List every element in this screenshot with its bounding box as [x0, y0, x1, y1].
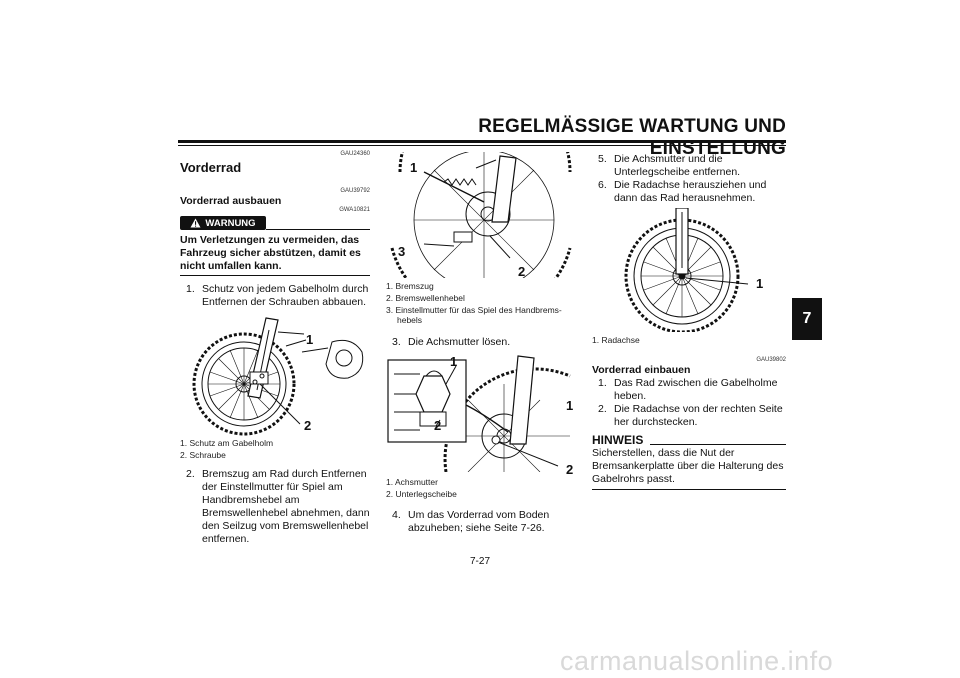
figure-axle-nut	[384, 354, 574, 472]
subsection-title: Vorderrad ausbauen	[180, 195, 282, 207]
figure-caption: 2. Unterlegscheibe	[386, 489, 457, 499]
step-text: Die Achsmutter lösen.	[408, 336, 511, 348]
list-item: 3. Die Achsmutter lösen.	[392, 336, 578, 349]
step-number: 2.	[186, 468, 195, 480]
note-end-rule	[592, 489, 786, 490]
list-item: 2. Die Radachse von der rechten Seite he…	[598, 403, 788, 429]
list-item: 2. Bremszug am Rad durch Entfernen der E…	[186, 468, 372, 546]
figure-caption: hebels	[397, 315, 423, 325]
ref-code: GAU39802	[756, 357, 786, 363]
figure-caption: 2. Bremswellenhebel	[386, 293, 465, 303]
step-text: Die Achsmutter und die Unterlegscheibe e…	[614, 153, 741, 178]
figure-callout: 1	[756, 276, 764, 291]
figure-callout: 1	[450, 354, 458, 369]
figure-caption: 1. Achsmutter	[386, 477, 438, 487]
page-header-title: REGELMÄSSIGE WARTUNG UND EINSTELLUNG	[478, 116, 786, 159]
note-text: Sicherstellen, dass die Nut der Bremsank…	[592, 447, 784, 485]
figure-callout: 3	[398, 244, 406, 259]
step-text: Die Radachse von der rechten Seite her d…	[614, 403, 783, 428]
chapter-tab: 7	[792, 298, 822, 340]
warning-end-rule	[180, 275, 370, 276]
step-number: 4.	[392, 509, 401, 521]
step-number: 1.	[598, 377, 607, 389]
step-text: Bremszug am Rad durch Entfernen der Eins…	[202, 468, 370, 545]
figure-callout: 2	[304, 418, 312, 433]
figure-wheel-axle	[596, 208, 786, 332]
subsection-title: Vorderrad einbauen	[592, 364, 691, 376]
figure-caption: 2. Schraube	[180, 450, 226, 460]
list-item: 1. Schutz von jedem Gabelholm durch Entf…	[186, 283, 372, 309]
header-rule-thin	[178, 145, 786, 146]
step-number: 1.	[186, 283, 195, 295]
warning-triangle-icon	[190, 218, 201, 228]
step-text: Um das Vorderrad vom Boden abzuheben; si…	[408, 509, 550, 534]
figure-caption: 1. Radachse	[592, 335, 640, 345]
figure-caption: 1. Schutz am Gabelholm	[180, 438, 274, 448]
warning-badge: WARNUNG	[180, 216, 266, 230]
ref-code: GAU24360	[340, 151, 370, 157]
figure-callout: 1	[306, 332, 314, 347]
step-number: 6.	[598, 179, 607, 191]
list-item: 6. Die Radachse herausziehen und dann da…	[598, 179, 788, 205]
warning-rule	[266, 229, 370, 230]
step-number: 2.	[598, 403, 607, 415]
header-rule	[178, 140, 786, 143]
page-number: 7-27	[469, 556, 490, 567]
figure-caption: 3. Einstellmutter für das Spiel des Hand…	[386, 305, 562, 315]
warning-text: Um Verletzungen zu vermeiden, das Fahrze…	[180, 234, 361, 272]
figure-brake-cable	[384, 152, 574, 278]
list-item: 4. Um das Vorderrad vom Boden abzuheben;…	[392, 509, 578, 535]
figure-callout: 2	[518, 264, 526, 279]
note-label: HINWEIS	[592, 433, 644, 447]
figure-fork-guard	[182, 312, 372, 436]
figure-caption: 1. Bremszug	[386, 281, 434, 291]
note-rule	[650, 444, 786, 445]
step-number: 5.	[598, 153, 607, 165]
section-title: Vorderrad	[180, 160, 242, 175]
ref-code: GAU39792	[340, 188, 370, 194]
figure-callout: 1	[566, 398, 574, 413]
figure-callout: 1	[410, 160, 418, 175]
list-item: 5. Die Achsmutter und die Unterlegscheib…	[598, 153, 788, 179]
figure-callout: 2	[434, 418, 442, 433]
figure-callout: 2	[566, 462, 574, 477]
step-text: Das Rad zwischen die Gabelholme heben.	[614, 377, 778, 402]
warning-label: WARNUNG	[205, 217, 256, 229]
watermark: carmanualsonline.info	[560, 646, 834, 676]
step-number: 3.	[392, 336, 401, 348]
step-text: Schutz von jedem Gabelholm durch Entfern…	[202, 283, 369, 308]
list-item: 1. Das Rad zwischen die Gabelholme heben…	[598, 377, 788, 403]
ref-code: GWA10821	[339, 207, 370, 213]
step-text: Die Radachse herausziehen und dann das R…	[614, 179, 767, 204]
